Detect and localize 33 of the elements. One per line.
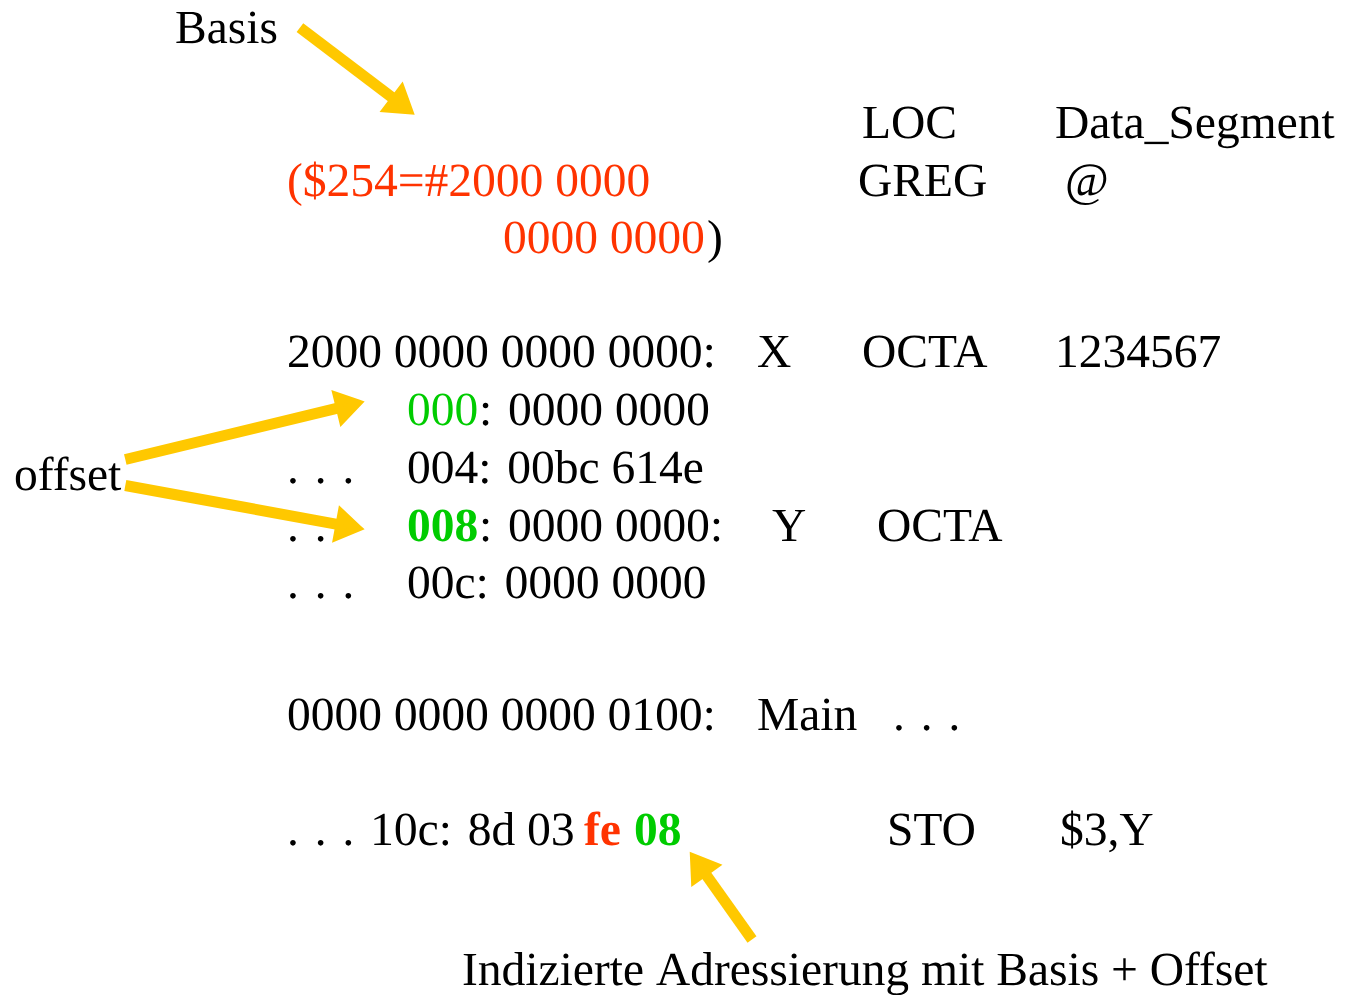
code-text: 004: 00bc 614e [408,450,703,484]
code-text: Main [758,698,857,731]
code-text: 2000 0000 0000 0000: [289,335,712,368]
code-text: STO [890,813,974,846]
code-text: Y [772,509,806,541]
code-text: fe [584,811,620,846]
annotation-text: Basis [176,11,277,44]
code-text: 00c: 0000 0000 [408,566,705,599]
code-text: 000 [408,393,477,426]
code-text: . . . [290,593,352,599]
code-text: . . . [896,725,958,731]
code-text: . . . 10c: 8d 03 [290,812,573,846]
code-text: OCTA [863,335,988,368]
annotation-text: offset [15,456,122,491]
code-text: Data_Segment [1056,106,1335,149]
code-text: ($254=#2000 0000 [289,161,649,207]
code-text: . . . [290,478,352,484]
code-text: ) [708,220,721,264]
code-text: 008 [408,509,477,542]
code-text: X [758,335,791,367]
code-text: 08 [635,813,680,846]
code-text: 0000 0000 0000 0100: [288,698,712,731]
code-text: . . [290,536,324,542]
code-text: : 0000 0000: [482,509,720,542]
code-text: @ [1067,164,1107,205]
code-text: 1234567 [1059,335,1220,368]
annotation-text: Indizierte Adressierung mit Basis + Offset [463,951,1268,995]
code-text: $3,Y [1062,810,1153,853]
code-text: GREG [859,164,986,197]
code-text: OCTA [878,509,1003,542]
code-text: LOC [863,106,955,139]
code-text: : 0000 0000 [482,393,709,426]
code-text: 0000 0000 [504,221,704,254]
